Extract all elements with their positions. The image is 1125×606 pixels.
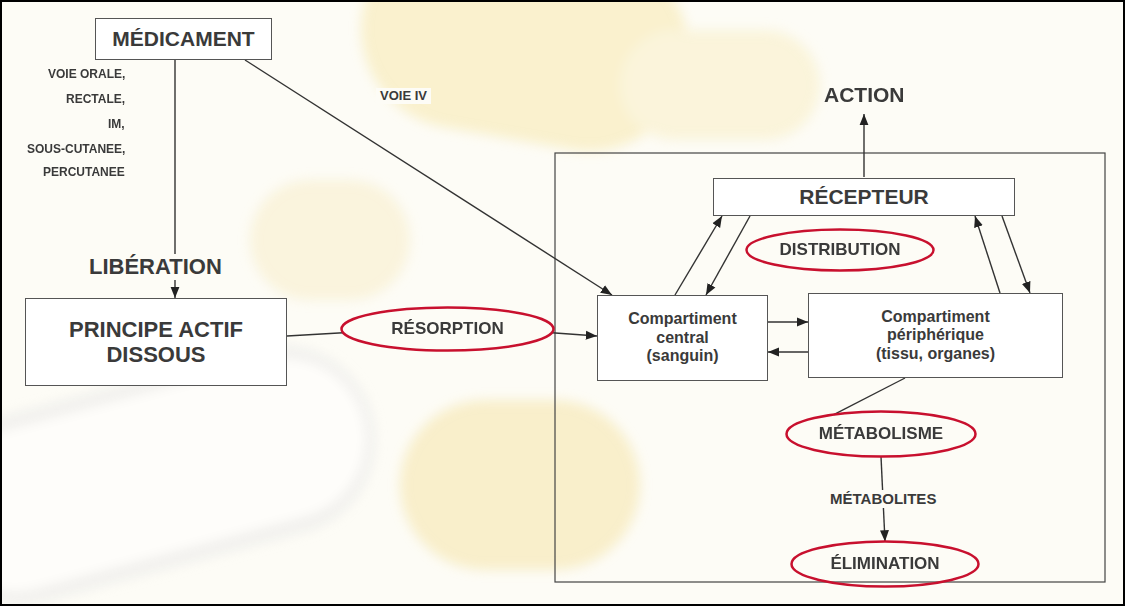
flow-arrow <box>245 60 612 295</box>
red-ellipse-outline <box>787 412 976 457</box>
step-ellipse: DISTRIBUTION <box>745 228 935 272</box>
flow-arrow <box>706 216 750 295</box>
red-ellipse-outline <box>792 542 979 587</box>
step-ellipse: MÉTABOLISME <box>785 410 977 458</box>
node-text: ÉLIMINATION <box>830 554 939 574</box>
flow-arrow <box>768 321 808 322</box>
edge-label: VOIE IV <box>376 88 431 104</box>
node-text: RÉCEPTEUR <box>799 185 929 209</box>
flow-arrow <box>768 351 808 352</box>
step-ellipse: RÉSORPTION <box>340 306 555 352</box>
node-text: MÉDICAMENT <box>112 27 254 51</box>
step-ellipse: ÉLIMINATION <box>790 540 980 588</box>
effect-label: ACTION <box>824 82 905 107</box>
flow-arrow <box>675 216 722 295</box>
node-text: Compartiment périphérique (tissu, organe… <box>863 308 1008 363</box>
flow-arrow <box>552 333 597 336</box>
active-ingredient-box: PRINCIPE ACTIF DISSOUS <box>25 298 287 386</box>
compartment-box: Compartiment périphérique (tissu, organe… <box>808 293 1063 378</box>
edge-label: MÉTABOLITES <box>826 490 940 508</box>
red-ellipse-outline <box>747 230 934 271</box>
organism-box <box>555 153 1105 582</box>
flow-arrow <box>287 333 343 336</box>
flow-arrow <box>975 216 1000 293</box>
node-text: RÉSORPTION <box>391 319 503 339</box>
node-text: Compartiment central (sanguin) <box>622 310 744 365</box>
edge-label: LIBÉRATION <box>85 254 226 280</box>
route-label: SOUS-CUTANEE, <box>27 142 125 156</box>
receptor-box: RÉCEPTEUR <box>713 178 1015 216</box>
route-label: VOIE ORALE, <box>48 67 125 81</box>
route-label: PERCUTANEE <box>43 165 125 179</box>
red-ellipse-outline <box>342 308 554 351</box>
compartment-box: Compartiment central (sanguin) <box>597 295 768 381</box>
route-label: IM, <box>108 117 125 131</box>
node-text: PRINCIPE ACTIF DISSOUS <box>36 317 276 368</box>
flow-arrow <box>1002 216 1030 293</box>
drug-box: MÉDICAMENT <box>95 18 272 60</box>
pill-watermark <box>0 0 820 606</box>
action-arrow <box>863 114 864 177</box>
route-label: RECTALE, <box>66 92 125 106</box>
node-text: MÉTABOLISME <box>819 424 943 444</box>
flow-arrow <box>834 378 905 415</box>
node-text: DISTRIBUTION <box>780 240 901 260</box>
